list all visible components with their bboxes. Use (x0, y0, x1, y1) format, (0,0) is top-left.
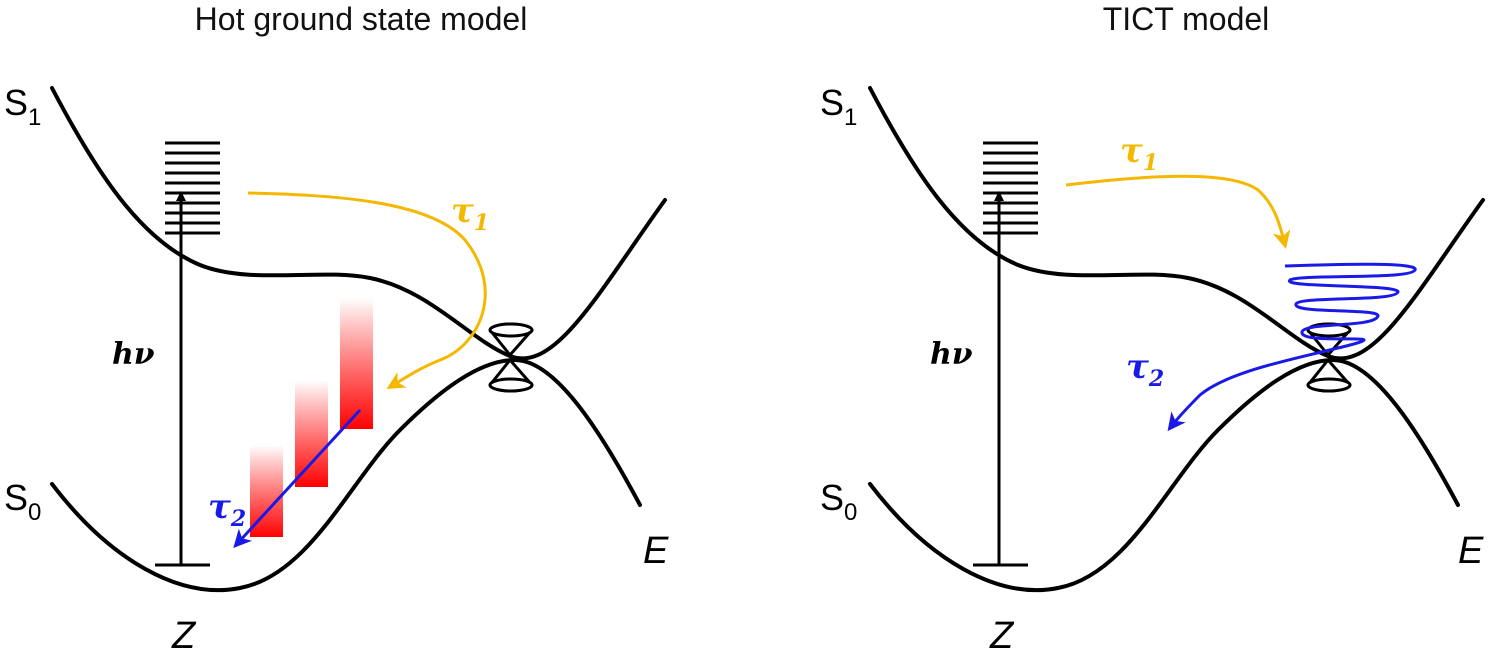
y-axis-label: E (643, 530, 669, 572)
tau2-label: τ2 (1126, 347, 1164, 392)
tau1-arrow (247, 191, 487, 390)
tau2-label: τ2 (208, 487, 246, 532)
tau2-arrow (233, 408, 362, 548)
vibrational-levels (165, 141, 220, 235)
panel-tict: TICT model S1 S0 hν (820, 1, 1485, 653)
hot-bar-3 (340, 298, 373, 429)
tau1-arrow (1065, 174, 1291, 249)
hv-label: hν (930, 337, 973, 372)
x-axis-label: Z (171, 615, 197, 653)
vibrational-levels (983, 141, 1038, 235)
tau1-label: τ1 (451, 191, 489, 236)
hot-bar-2 (295, 380, 328, 487)
conical-intersection-icon (488, 322, 534, 393)
tau1-label: τ1 (1120, 131, 1158, 176)
y-axis-label: E (1458, 530, 1484, 572)
s0-label: S0 (4, 477, 41, 526)
s0-curve (50, 357, 642, 593)
x-axis-label: Z (989, 615, 1015, 653)
tau2-oscillation-arrow (1167, 262, 1417, 432)
s1-curve (868, 86, 1485, 361)
s1-label: S1 (4, 82, 41, 131)
panel-title: TICT model (1103, 1, 1270, 37)
panel-hot-ground-state: Hot ground state model S1 S0 hν (4, 1, 669, 653)
panel-title: Hot ground state model (195, 1, 528, 37)
hv-label: hν (112, 337, 155, 372)
s0-label: S0 (820, 477, 857, 526)
s0-curve (868, 357, 1460, 593)
s1-label: S1 (820, 82, 857, 131)
s1-curve (50, 86, 667, 361)
